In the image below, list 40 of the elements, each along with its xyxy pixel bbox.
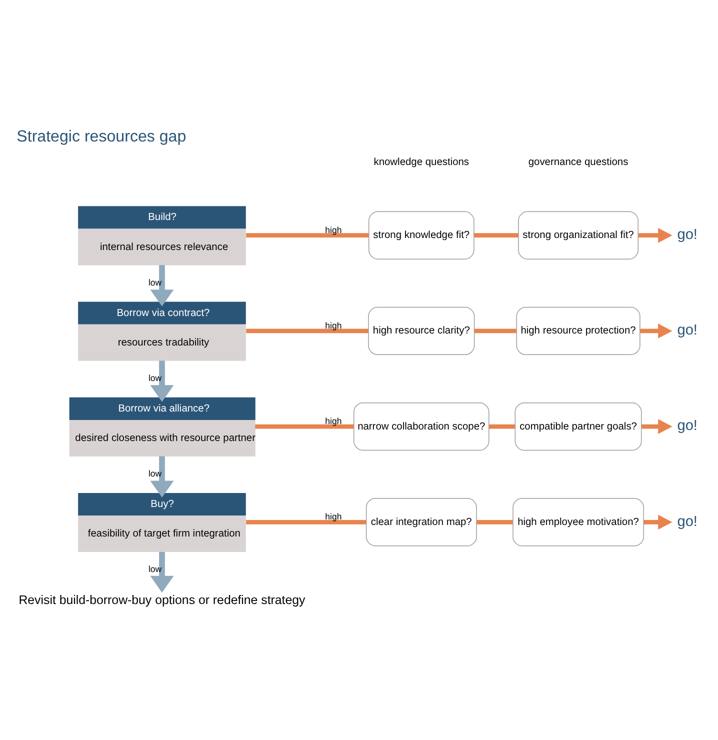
connector	[488, 424, 515, 429]
edge-label: high	[325, 224, 342, 235]
arrow	[642, 419, 672, 434]
edge-label: low	[148, 277, 162, 288]
connector	[246, 520, 366, 524]
connector	[474, 328, 516, 334]
connector	[246, 328, 368, 334]
diagram-title: Strategic resources gap	[16, 128, 186, 146]
connector	[255, 424, 354, 429]
connector	[476, 520, 513, 524]
node-box: narrow collaboration scope?	[354, 402, 490, 451]
edge-label: low	[148, 564, 162, 574]
edge-label: low	[148, 373, 162, 384]
node-box: clear integration map?	[366, 498, 477, 546]
node-box: strong knowledge fit?	[368, 211, 474, 260]
node-box: high employee motivation?	[512, 498, 644, 546]
node-box: compatible partner goals?	[514, 402, 642, 451]
edge-label: high	[325, 416, 342, 426]
node-box: strong organizational fit?	[518, 211, 638, 260]
node-text: go!	[677, 227, 698, 244]
arrow	[644, 514, 672, 530]
label: governance questions	[528, 157, 628, 168]
label: knowledge questions	[374, 157, 470, 168]
node-text: go!	[677, 418, 698, 434]
connector	[246, 233, 369, 238]
node-text: Revisit build-borrow-buy options or redefine strategy	[18, 592, 306, 607]
node-text: go!	[677, 514, 698, 530]
node-box: high resource clarity?	[368, 306, 475, 356]
edge-label: low	[148, 468, 162, 479]
arrow	[150, 552, 174, 593]
arrow	[150, 360, 174, 402]
node-text: go!	[677, 322, 698, 339]
connector	[474, 233, 518, 238]
edge-label: high	[325, 320, 342, 330]
arrow	[150, 265, 174, 306]
edge-label: high	[325, 512, 342, 522]
node-box: high resource protection?	[516, 306, 640, 356]
arrow	[640, 324, 672, 338]
arrow	[150, 456, 174, 498]
arrow	[638, 228, 672, 243]
